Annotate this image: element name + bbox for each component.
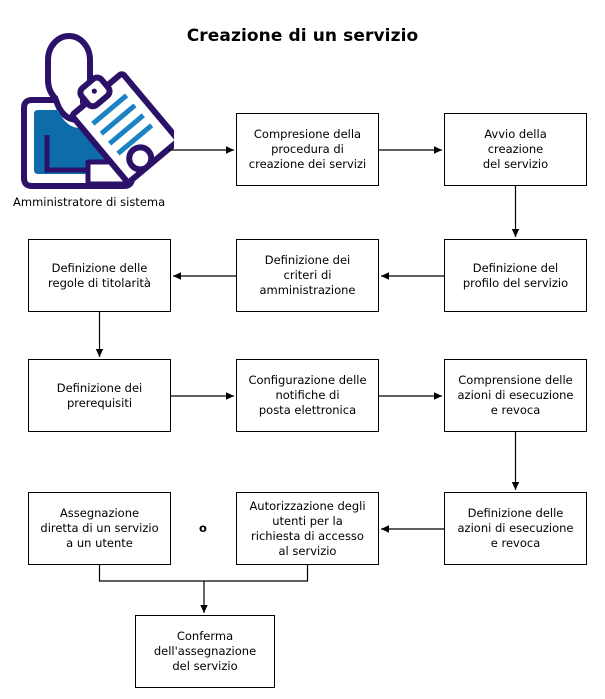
system-administrator-icon bbox=[14, 30, 181, 192]
node-configurazione-notifiche[interactable]: Configurazione delle notifiche di posta … bbox=[236, 359, 379, 432]
node-conferma-assegnazione[interactable]: Conferma dell'assegnazione del servizio bbox=[135, 615, 275, 688]
node-comprensione-azioni[interactable]: Comprensione delle azioni di esecuzione … bbox=[444, 359, 587, 432]
clipboard-icon bbox=[69, 71, 181, 185]
node-definizione-azioni[interactable]: Definizione delle azioni di esecuzione e… bbox=[444, 492, 587, 565]
page-title: Creazione di un servizio bbox=[186, 26, 419, 46]
node-definizione-criteri[interactable]: Definizione dei criteri di amministrazio… bbox=[236, 239, 379, 312]
clipboard-stamp-circle bbox=[126, 144, 155, 173]
node-assegnazione-diretta[interactable]: Assegnazione diretta di un servizio a un… bbox=[28, 492, 171, 565]
actor-neck bbox=[58, 88, 80, 114]
node-definizione-prerequisiti[interactable]: Definizione dei prerequisiti bbox=[28, 359, 171, 432]
connector-merge-bus bbox=[98, 565, 309, 582]
clipboard-lines bbox=[91, 93, 154, 156]
actor-label: Amministratore di sistema bbox=[13, 195, 166, 209]
node-definizione-profilo[interactable]: Definizione del profilo del servizio bbox=[444, 239, 587, 312]
node-autorizzazione-utenti[interactable]: Autorizzazione degli utenti per la richi… bbox=[236, 492, 379, 565]
or-separator-label: o bbox=[199, 521, 207, 535]
node-definizione-regole[interactable]: Definizione delle regole di titolarità bbox=[28, 239, 171, 312]
node-avvio-creazione[interactable]: Avvio della creazione del servizio bbox=[444, 113, 587, 186]
clipboard-clip-dot bbox=[91, 88, 97, 94]
node-comprensione-procedura[interactable]: Compresione della procedura di creazione… bbox=[236, 113, 379, 186]
